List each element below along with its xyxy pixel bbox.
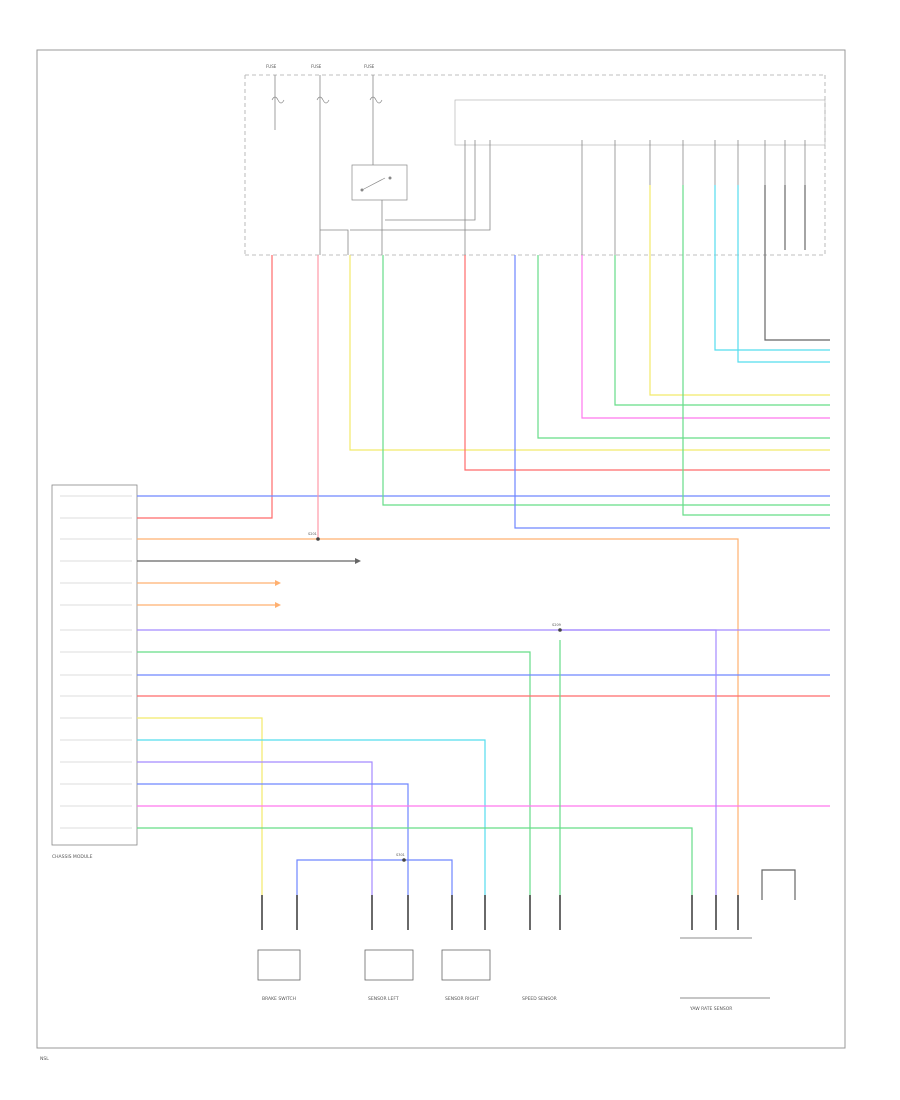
wire-magenta-vertical	[581, 255, 830, 419]
internal-wires	[319, 130, 806, 255]
splice-label-1: S201	[308, 532, 317, 536]
splice-label-2: S209	[552, 623, 561, 627]
wire-green-bottom	[137, 827, 693, 900]
splices	[316, 537, 562, 862]
wire-yellow-right	[649, 185, 830, 396]
wire-green-mid	[137, 651, 531, 900]
wire-cyan-right-1	[714, 185, 830, 351]
wire-cyan-right-2	[737, 185, 830, 363]
wire-green-vertical-2	[537, 255, 830, 439]
chassis-module-box	[51, 484, 138, 846]
wire-yellow-vertical	[349, 255, 830, 451]
fuse-label-3: FUSE	[364, 64, 375, 69]
wire-red-vertical	[464, 255, 830, 471]
diagram-frame	[36, 49, 846, 1049]
module-label: CHASSIS MODULE	[52, 854, 93, 860]
component-sensor-right: SENSOR RIGHT	[445, 996, 479, 1002]
corner-code: NSL	[40, 1056, 49, 1062]
fuse-label-1: FUSE	[266, 64, 277, 69]
splice-label-3: S301	[396, 853, 405, 857]
wire-violet-bottom	[137, 761, 373, 900]
module-pins	[60, 495, 132, 829]
wire-green-vertical	[382, 255, 830, 506]
bottom-sensor-boxes	[257, 937, 770, 999]
wire-arrows	[275, 558, 361, 608]
wire-red-top	[137, 255, 273, 519]
bottom-connectors	[261, 895, 739, 930]
fuse-group	[271, 75, 383, 130]
wire-green-right	[682, 185, 830, 516]
wire-yellow-bottom	[137, 717, 263, 900]
fuse-label-2: FUSE	[311, 64, 322, 69]
component-yaw-sensor: YAW RATE SENSOR	[689, 1006, 732, 1012]
wire-orange	[137, 538, 739, 900]
wire-green-vertical-3	[614, 255, 830, 406]
wire-blue-link	[296, 859, 453, 900]
colored-wires	[137, 185, 830, 900]
junction-block	[244, 74, 826, 256]
wire-blue-bottom	[137, 783, 409, 900]
wire-cyan-bottom	[137, 739, 486, 900]
component-sensor-left: SENSOR LEFT	[368, 996, 399, 1002]
component-speed-sensor: SPEED SENSOR	[522, 996, 557, 1002]
wire-dark-right	[764, 185, 830, 341]
wire-violet-to-sensor	[560, 629, 717, 900]
wire-dark-link	[761, 869, 796, 900]
wire-blue-vertical	[514, 255, 830, 529]
relay-symbol	[351, 164, 408, 201]
component-brake-switch: BRAKE SWITCH	[262, 996, 296, 1002]
